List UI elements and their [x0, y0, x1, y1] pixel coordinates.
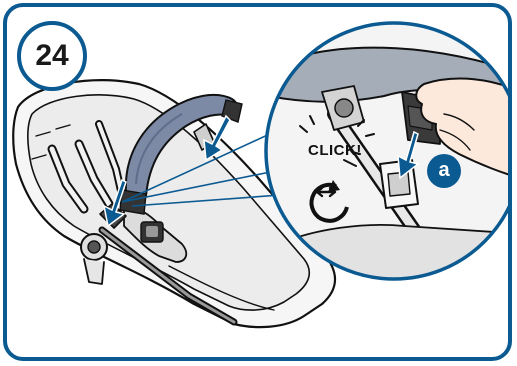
step-number: 24	[35, 39, 68, 73]
callout-letter: a	[438, 160, 449, 180]
click-sound-label: CLICK!	[308, 142, 362, 159]
instruction-panel: 24 CLICK! a	[3, 3, 512, 361]
step-number-badge: 24	[17, 21, 87, 91]
callout-marker-icon: a	[427, 154, 461, 188]
